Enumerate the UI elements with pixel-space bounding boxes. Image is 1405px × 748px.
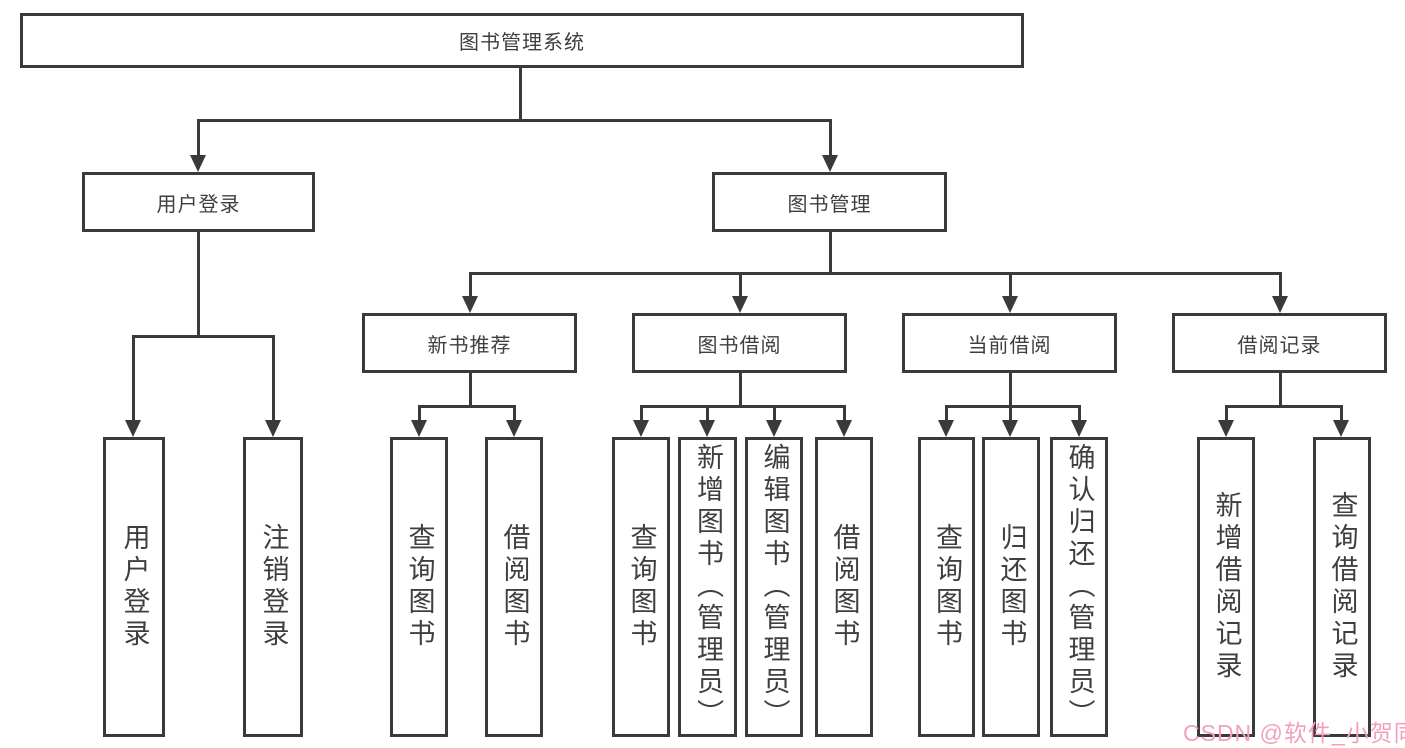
arrowhead-user-login: [190, 155, 206, 172]
leaf-borrow-books-recommend: 借阅图书: [485, 437, 543, 737]
connector-user-login-split: [132, 335, 274, 338]
leaf-user-login: 用户登录: [103, 437, 165, 737]
connector-drop-leaf: [1078, 405, 1081, 425]
connector-user-login-trunk: [197, 232, 200, 338]
connector-trunk: [469, 373, 472, 408]
connector-level2-split: [469, 272, 1282, 275]
leaf-label: 借阅图书: [499, 523, 530, 651]
connector-trunk: [1279, 373, 1282, 408]
leaf-logout: 注销登录: [243, 437, 303, 737]
leaf-confirm-return-admin: 确认归还（管理员）: [1050, 437, 1108, 737]
connector-trunk: [739, 373, 742, 408]
arrowhead-leaf: [1218, 420, 1234, 437]
connector-split: [640, 405, 845, 408]
connector-drop: [1279, 272, 1282, 300]
leaf-add-books-admin: 新增图书（管理员）: [678, 437, 737, 737]
connector-drop-book-mgmt: [829, 119, 832, 159]
node-borrowing-records: 借阅记录: [1172, 313, 1387, 373]
arrowhead-leaf: [633, 420, 649, 437]
connector-drop-leaf: [513, 405, 516, 425]
connector-book-mgmt-trunk: [829, 232, 832, 275]
leaf-label: 确认归还（管理员）: [1064, 443, 1095, 731]
connector-drop-leaf: [272, 335, 275, 423]
leaf-label: 用户登录: [119, 523, 150, 651]
leaf-label: 查询图书: [404, 523, 435, 651]
connector-split: [945, 405, 1080, 408]
node-label: 用户登录: [156, 193, 241, 216]
connector-drop-leaf: [418, 405, 421, 425]
arrowhead-leaf: [411, 420, 427, 437]
node-label: 借阅记录: [1237, 334, 1322, 357]
arrowhead-borrow-records: [1272, 296, 1288, 313]
connector-drop-leaf: [1225, 405, 1228, 425]
leaf-label: 查询图书: [626, 523, 657, 651]
connector-drop-leaf: [945, 405, 948, 425]
connector-drop-leaf: [706, 405, 709, 425]
connector-root-trunk: [519, 68, 522, 121]
leaf-label: 注销登录: [258, 523, 289, 651]
connector-drop-leaf: [132, 335, 135, 423]
connector-drop-user-login: [197, 119, 200, 159]
leaf-label: 查询图书: [932, 523, 962, 651]
arrowhead-leaf: [1071, 420, 1087, 437]
node-label: 图书管理系统: [459, 32, 585, 54]
leaf-return-books: 归还图书: [982, 437, 1040, 737]
connector-drop-leaf: [843, 405, 846, 425]
arrowhead-leaf: [836, 420, 852, 437]
arrowhead-leaf: [766, 420, 782, 437]
node-book-management: 图书管理: [712, 172, 947, 232]
leaf-label: 新增图书（管理员）: [693, 443, 723, 731]
arrowhead-leaf: [1002, 420, 1018, 437]
connector-drop-leaf: [1009, 405, 1012, 425]
connector-split: [418, 405, 515, 408]
node-label: 图书借阅: [697, 334, 782, 357]
leaf-label: 新增借阅记录: [1211, 491, 1242, 683]
leaf-label: 编辑图书（管理员）: [759, 443, 790, 731]
arrowhead-leaf: [699, 420, 715, 437]
arrowhead-leaf: [1333, 420, 1349, 437]
leaf-label: 查询借阅记录: [1327, 491, 1358, 683]
connector-drop: [1009, 272, 1012, 300]
connector-trunk: [1009, 373, 1012, 408]
node-label: 新书推荐: [427, 334, 512, 357]
arrowhead-leaf: [125, 420, 141, 437]
connector-drop-leaf: [1340, 405, 1343, 425]
connector-split: [1225, 405, 1343, 408]
connector-level1-split: [197, 119, 832, 122]
leaf-query-books-current: 查询图书: [918, 437, 975, 737]
node-label: 当前借阅: [967, 334, 1052, 357]
node-current-borrowing: 当前借阅: [902, 313, 1117, 373]
arrowhead-leaf: [506, 420, 522, 437]
leaf-label: 借阅图书: [829, 523, 860, 651]
node-book-borrowing: 图书借阅: [632, 313, 847, 373]
node-label: 图书管理: [787, 193, 872, 216]
node-library-management-system: 图书管理系统: [20, 13, 1024, 68]
leaf-query-books-recommend: 查询图书: [390, 437, 448, 737]
connector-drop-leaf: [640, 405, 643, 425]
node-new-book-recommend: 新书推荐: [362, 313, 577, 373]
connector-drop: [469, 272, 472, 300]
arrowhead-book-mgmt: [822, 155, 838, 172]
connector-drop-leaf: [773, 405, 776, 425]
connector-drop: [739, 272, 742, 300]
leaf-borrow-books: 借阅图书: [815, 437, 873, 737]
arrowhead-leaf: [265, 420, 281, 437]
csdn-watermark: CSDN @软件_小贺同学: [1183, 720, 1405, 746]
leaf-edit-books-admin: 编辑图书（管理员）: [745, 437, 803, 737]
leaf-add-borrow-record: 新增借阅记录: [1197, 437, 1255, 737]
node-user-login: 用户登录: [82, 172, 315, 232]
leaf-query-borrow-record: 查询借阅记录: [1313, 437, 1371, 737]
leaf-label: 归还图书: [996, 523, 1027, 651]
arrowhead-current-borrow: [1002, 296, 1018, 313]
leaf-query-books-borrowing: 查询图书: [612, 437, 670, 737]
arrowhead-new-book: [462, 296, 478, 313]
arrowhead-book-borrow: [732, 296, 748, 313]
arrowhead-leaf: [938, 420, 954, 437]
